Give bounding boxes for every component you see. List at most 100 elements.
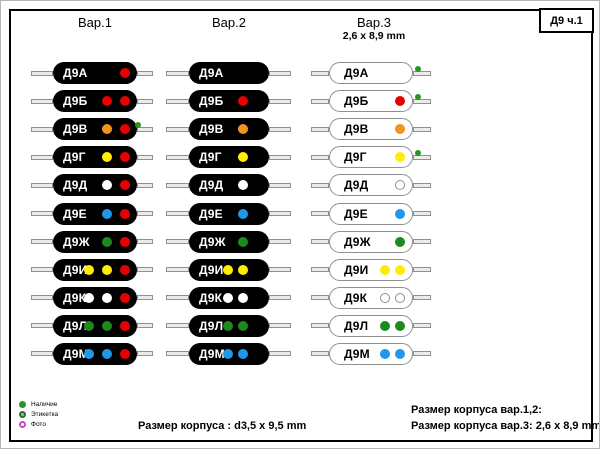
lead-wire-right [413, 182, 431, 188]
diode-var3-Д9К: Д9К [311, 286, 431, 309]
lead-wire-left [311, 351, 329, 357]
lead-wire-right [413, 126, 431, 132]
lead-wire-right [413, 239, 431, 245]
diode-body: Д9Г [189, 146, 269, 169]
lead-wire-right [137, 267, 153, 273]
diode-var3-Д9Г: Д9Г [311, 146, 431, 169]
lead-wire-right [269, 351, 291, 357]
red-dot [238, 96, 248, 107]
diode-label: Д9В [63, 122, 88, 137]
red-dot [120, 68, 130, 79]
lead-wire-left [166, 295, 189, 301]
diode-row: Д9Ж [166, 228, 291, 256]
diode-row: Д9М [311, 340, 431, 368]
white-dot [238, 180, 248, 191]
diode-row: Д9К [166, 284, 291, 312]
diode-var1-Д9И: Д9И [31, 258, 153, 281]
lead-wire-right [137, 182, 153, 188]
diode-row: Д9Л [311, 312, 431, 340]
lead-wire-right [269, 98, 291, 104]
column-header-var2: Вар.2 [212, 15, 246, 30]
sheet-border [9, 9, 593, 442]
diode-label: Д9Д [199, 178, 224, 193]
diode-body: Д9В [329, 118, 413, 141]
lead-wire-left [311, 126, 329, 132]
diode-body: Д9М [53, 342, 137, 365]
lead-wire-right [137, 323, 153, 329]
diode-body: Д9Г [329, 146, 413, 169]
lead-wire-left [31, 98, 53, 104]
diode-body: Д9Ж [329, 230, 413, 253]
yellow-dot [102, 264, 112, 275]
lead-wire-right [269, 70, 291, 76]
marking-dots [102, 180, 130, 191]
footer-body-size: Размер корпуса : d3,5 x 9,5 mm [138, 420, 307, 432]
availability-dot [415, 66, 421, 73]
diode-body: Д9Л [189, 314, 269, 337]
diode-label: Д9К [63, 290, 87, 305]
marking-dots [395, 96, 405, 107]
diode-row: Д9Ж [311, 228, 431, 256]
diode-var2-Д9Е: Д9Е [166, 202, 291, 225]
lead-wire-left [311, 239, 329, 245]
diode-body: Д9М [329, 342, 413, 365]
lead-wire-right [269, 154, 291, 160]
availability-dot [415, 94, 421, 101]
legend-item: Наличие [19, 399, 58, 409]
diode-row: Д9Е [31, 199, 153, 227]
diode-body: Д9Е [189, 202, 269, 225]
diode-row: Д9А [31, 59, 153, 87]
diode-body: Д9Б [53, 90, 137, 113]
red-dot [120, 264, 130, 275]
blue-dot [395, 208, 405, 219]
diode-body: Д9Г [53, 146, 137, 169]
diode-label: Д9А [344, 66, 369, 81]
red-dot [120, 152, 130, 163]
diode-body: Д9В [189, 118, 269, 141]
legend-label: Фото [31, 420, 46, 428]
diode-label: Д9Д [63, 178, 88, 193]
diode-label: Д9М [63, 346, 89, 361]
diode-label: Д9Е [344, 206, 368, 221]
red-dot [120, 292, 130, 303]
marking-dots [84, 320, 130, 331]
lead-wire-left [31, 182, 53, 188]
diode-body: Д9А [53, 62, 137, 85]
blue-dot [238, 348, 248, 359]
lead-wire-left [166, 126, 189, 132]
sheet-title: Д9 ч.1 [550, 14, 583, 27]
diode-label: Д9Ж [63, 234, 90, 249]
diode-body: Д9А [189, 62, 269, 85]
marking-dots [120, 68, 130, 79]
green-dot [102, 236, 112, 247]
diode-var2-Д9В: Д9В [166, 118, 291, 141]
orange-dot [395, 124, 405, 135]
lead-wire-right [413, 295, 431, 301]
yellow-dot [238, 152, 248, 163]
lead-wire-left [311, 154, 329, 160]
diode-row: Д9Л [31, 312, 153, 340]
lead-wire-left [31, 239, 53, 245]
lead-wire-right [413, 70, 431, 76]
lead-wire-right [413, 211, 431, 217]
diode-var1-Д9М: Д9М [31, 342, 153, 365]
diode-row: Д9А [311, 59, 431, 87]
blue-dot [102, 208, 112, 219]
diode-label: Д9А [63, 66, 88, 81]
diode-label: Д9В [344, 122, 369, 137]
diode-var1-Д9Б: Д9Б [31, 90, 153, 113]
diode-body: Д9А [329, 62, 413, 85]
lead-wire-left [166, 239, 189, 245]
diode-row: Д9Ж [31, 228, 153, 256]
diode-body: Д9Д [189, 174, 269, 197]
marking-dots [102, 124, 130, 135]
legend-marker-ring [19, 410, 26, 418]
availability-dot [415, 150, 421, 157]
diode-var2-Д9Ж: Д9Ж [166, 230, 291, 253]
column-subheader-var3: 2,6 x 8,9 mm [342, 30, 406, 42]
yellow-dot [223, 264, 233, 275]
diode-row: Д9Г [31, 143, 153, 171]
diode-row: Д9М [166, 340, 291, 368]
